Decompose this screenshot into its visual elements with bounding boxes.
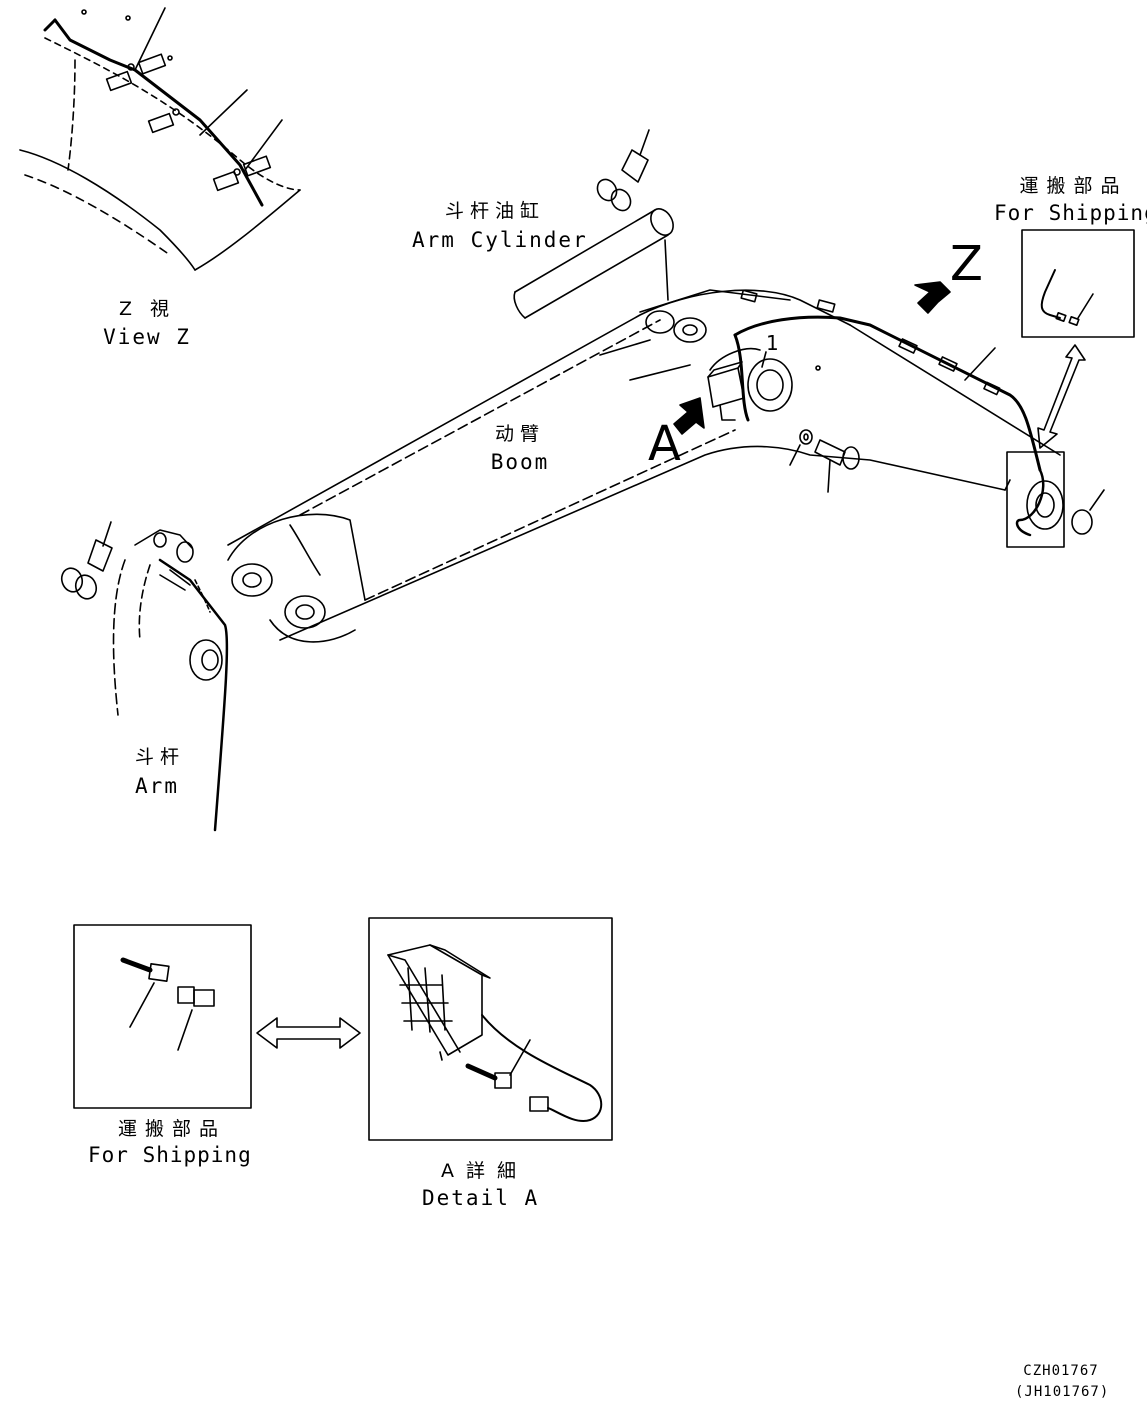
shipping-highlight-box xyxy=(1006,451,1065,548)
boom-label-cn: 动臂 xyxy=(494,423,545,445)
drawing-code-alt: (JH101767) xyxy=(1015,1384,1110,1400)
double-arrow-icon-bottom xyxy=(256,1017,361,1049)
shipping-top-label-en: For Shipping xyxy=(994,201,1147,225)
work-lamp xyxy=(707,361,745,421)
detail-a-label-en: Detail A xyxy=(422,1186,540,1210)
boom-label-en: Boom xyxy=(490,450,550,474)
shipping-parts-box-top xyxy=(1021,229,1135,338)
view-z-title-cn: Z 視 xyxy=(118,298,176,320)
arm-label-en: Arm xyxy=(135,774,179,798)
detail-a-label-cn: A 詳 細 xyxy=(440,1160,520,1182)
shipping-top-label-cn: 運 搬 部 品 xyxy=(1019,175,1121,197)
view-z-callout: Z xyxy=(950,236,983,292)
arm-label-cn: 斗杆 xyxy=(134,746,185,768)
shipping-bottom-label-en: For Shipping xyxy=(88,1143,252,1167)
double-arrow-icon xyxy=(1037,344,1086,449)
arm xyxy=(60,521,229,832)
arm-cylinder-label-en: Arm Cylinder xyxy=(412,228,588,252)
bolt xyxy=(814,439,860,493)
arm-cylinder-label-cn: 斗杆油缸 xyxy=(444,200,545,222)
detail-a-callout: A xyxy=(648,416,681,472)
arm-cylinder xyxy=(513,129,674,319)
detail-a-box xyxy=(368,917,613,1141)
washer xyxy=(789,429,813,466)
view-z-title-en: View Z xyxy=(103,325,191,349)
view-z-inset xyxy=(19,7,301,271)
drawing-code: CZH01767 xyxy=(1023,1363,1099,1379)
shipping-parts-box-bottom xyxy=(73,924,252,1109)
boom xyxy=(227,289,1064,643)
view-z-arrow-icon xyxy=(914,281,951,314)
shipping-bottom-label-cn: 運 搬 部 品 xyxy=(117,1118,220,1140)
o-ring xyxy=(1071,489,1105,535)
detail-a-arrow-icon xyxy=(673,397,705,435)
part-number-label: 1 xyxy=(766,331,779,355)
